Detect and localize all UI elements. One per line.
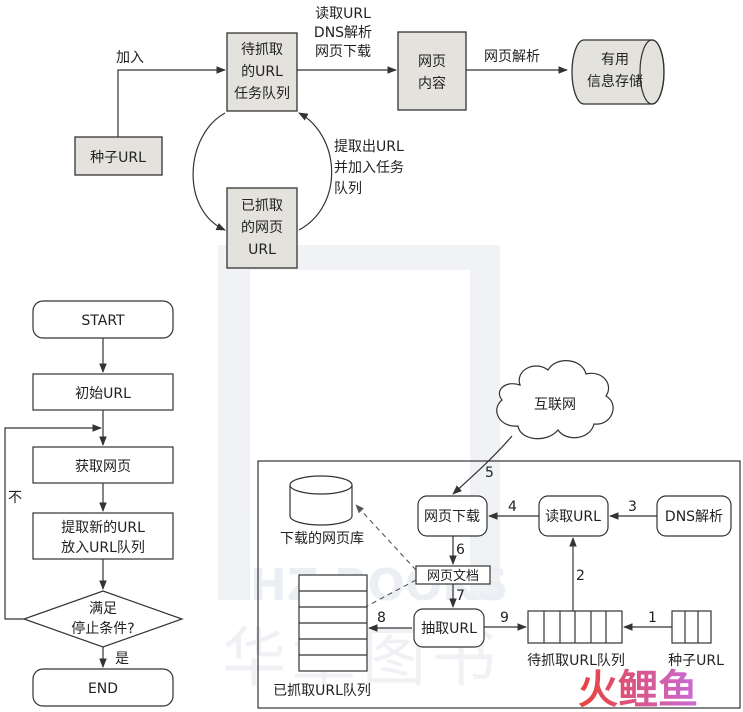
page-content-line1: 网页 (418, 54, 446, 70)
extract-line1: 提取新的URL (61, 520, 145, 536)
internet-to-download-arrow (452, 435, 513, 495)
init-label: 初始URL (75, 385, 131, 402)
doc-to-lib-arrow (355, 504, 417, 571)
seed-stack-label: 种子URL (668, 653, 724, 669)
no-label: 不 (8, 490, 22, 506)
num-4: 4 (508, 499, 517, 515)
num-8: 8 (377, 610, 386, 626)
url-queue-line1: 待抓取 (241, 42, 283, 58)
seed-url-box (74, 136, 163, 176)
crawled-queue-stack (298, 574, 368, 672)
info-store-cylinder (571, 39, 665, 105)
yes-label: 是 (115, 651, 129, 667)
extract-line2: 放入URL队列 (61, 540, 145, 556)
add-label: 加入 (116, 50, 144, 66)
num-7: 7 (456, 588, 465, 604)
end-node (32, 668, 174, 707)
crawled-to-queue-arrow (298, 112, 333, 231)
url-queue-line2: 的URL (241, 64, 283, 80)
seed-url-label: 种子URL (90, 150, 146, 166)
architecture: 互联网 5 网页下载 读取URL DNS解析 4 3 下载的网页库 网页文档 6… (257, 360, 741, 709)
extract-label-1: 提取出URL (334, 139, 404, 155)
parse-label: 网页解析 (484, 49, 540, 65)
extract-node (32, 512, 174, 560)
seed-to-queue-arrow (117, 66, 226, 137)
page-lib-cylinder (289, 475, 353, 526)
end-label: END (88, 681, 118, 697)
url-queue-line3: 任务队列 (234, 86, 290, 102)
page-doc-label: 网页文档 (427, 569, 479, 584)
dns-label: DNS解析 (665, 509, 723, 525)
page-lib-label: 下载的网页库 (280, 531, 364, 547)
crawled-queue-label: 已抓取URL队列 (273, 683, 371, 699)
num-6: 6 (456, 542, 465, 558)
crawled-url-line3: URL (248, 242, 276, 258)
crawled-url-line1: 已抓取 (241, 198, 283, 214)
num-3: 3 (628, 499, 637, 515)
start-label: START (81, 313, 125, 329)
read-label-2: DNS解析 (314, 25, 372, 41)
info-store-line2: 信息存储 (587, 73, 643, 90)
cond-line2: 停止条件? (71, 620, 134, 637)
num-9: 9 (500, 610, 509, 626)
internet-label: 互联网 (534, 397, 576, 413)
pending-queue-label: 待抓取URL队列 (527, 653, 625, 669)
crawled-url-box (226, 187, 298, 269)
num-5: 5 (485, 465, 494, 481)
num-1: 1 (648, 610, 657, 626)
read-label-1: 读取URL (315, 5, 371, 22)
flowchart: START 初始URL 获取网页 提取新的URL 放入URL队列 满足 停止条件… (4, 300, 184, 707)
page-content-box (397, 31, 467, 111)
info-store-line1: 有用 (601, 52, 629, 68)
extract-label-2: 并加入任务 (334, 160, 404, 176)
download-label: 网页下载 (424, 509, 480, 525)
page-content-line2: 内容 (418, 75, 446, 92)
no-loop-arrow (4, 424, 102, 620)
doc-to-crawled-arrow (351, 579, 417, 615)
arch-frame (257, 460, 741, 709)
seed-url-stack (671, 610, 712, 644)
num-2: 2 (576, 568, 585, 584)
get-page-node (32, 446, 174, 484)
read-label-3: 网页下载 (315, 44, 371, 60)
init-node (32, 373, 174, 411)
cond-line1: 满足 (89, 601, 117, 617)
queue-to-crawled-arrow (192, 112, 226, 231)
extract-url-node (413, 608, 485, 648)
top-diagram: 待抓取 的URL 任务队列 种子URL 加入 读取URL DNS解析 网页下载 … (74, 5, 665, 269)
extract-url-label: 抽取URL (421, 621, 477, 637)
crawled-url-line2: 的网页 (241, 220, 283, 236)
internet-cloud (496, 360, 614, 440)
pending-queue-stack (527, 610, 623, 644)
extract-label-3: 队列 (334, 181, 362, 197)
stop-condition-node (22, 590, 184, 648)
read-url-label: 读取URL (545, 508, 601, 525)
get-page-label: 获取网页 (75, 459, 131, 475)
logo-watermark: 火鲤鱼 (578, 667, 698, 712)
url-queue-box (226, 32, 298, 112)
